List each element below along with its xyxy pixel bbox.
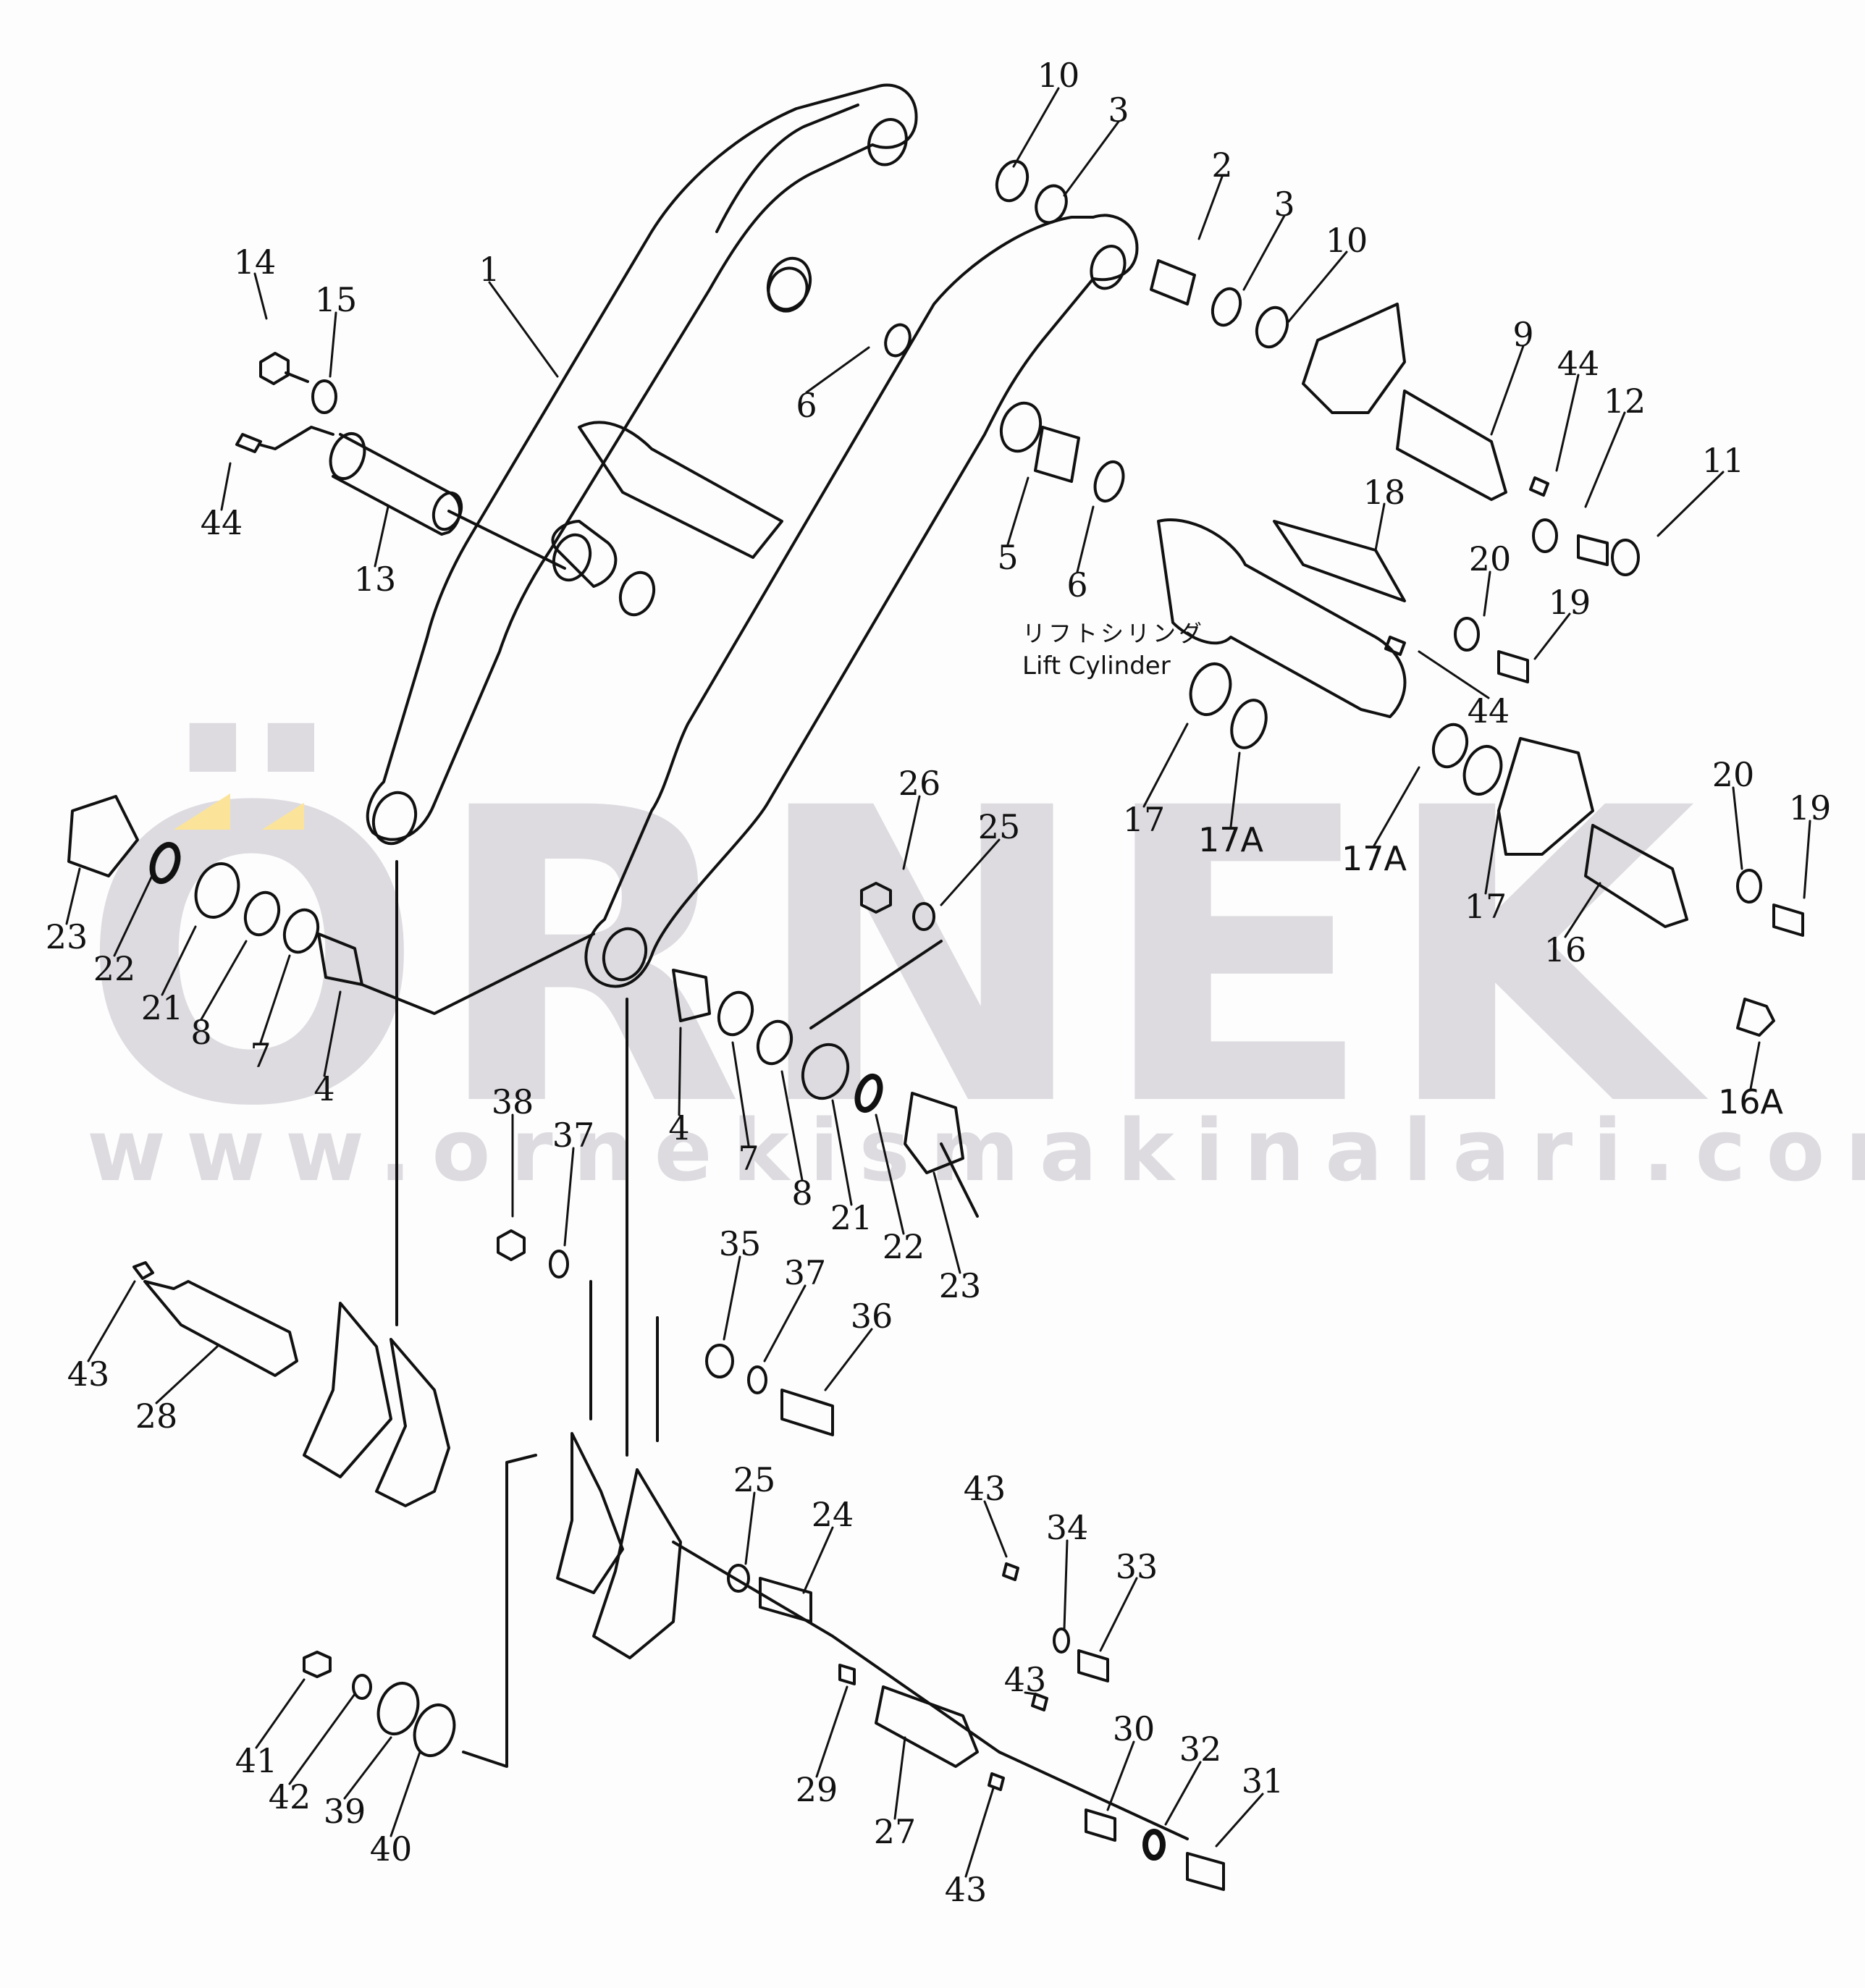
part-callout-11: 11 — [1701, 441, 1745, 480]
lift-cylinder-label: リフトシリンダ Lift Cylinder — [1022, 615, 1205, 681]
part-callout-19: 19 — [1788, 788, 1832, 827]
part-callout-44: 44 — [200, 503, 243, 542]
part-callout-21: 21 — [830, 1198, 873, 1237]
part-callout-6: 6 — [796, 386, 817, 425]
part-callout-19: 19 — [1548, 583, 1591, 622]
part-callout-18: 18 — [1363, 473, 1406, 512]
part-callout-8: 8 — [190, 1013, 212, 1052]
part-callout-29: 29 — [795, 1770, 838, 1809]
part-callout-37: 37 — [552, 1116, 595, 1155]
part-callout-28: 28 — [135, 1397, 178, 1436]
part-callout-14: 14 — [233, 243, 277, 282]
watermark-umlaut-icon — [174, 793, 304, 830]
part-callout-6: 6 — [1066, 565, 1088, 605]
part-callout-16: 16 — [1544, 930, 1587, 969]
part-callout-30: 30 — [1112, 1709, 1155, 1748]
part-callout-17: 17 — [1122, 800, 1166, 839]
watermark-url: www.ornekismakinalari.com.tr — [87, 1100, 1865, 1200]
part-callout-17: 17 — [1464, 887, 1507, 926]
part-callout-33: 33 — [1115, 1547, 1158, 1586]
lift-arm-icon — [366, 83, 1139, 988]
part-callout-37: 37 — [783, 1253, 827, 1292]
part-callout-36: 36 — [850, 1297, 893, 1336]
part-callout-15: 15 — [314, 280, 358, 319]
part-callout-26: 26 — [898, 764, 941, 803]
part-callout-43: 43 — [963, 1469, 1006, 1508]
part-callout-25: 25 — [977, 807, 1021, 846]
part-callout-10: 10 — [1037, 56, 1080, 95]
pin-13-icon — [235, 352, 566, 570]
part-callout-25: 25 — [733, 1460, 776, 1499]
part-callout-22: 22 — [93, 949, 136, 988]
lift-cylinder-icon — [1157, 518, 1804, 1037]
part-callout-8: 8 — [791, 1174, 813, 1213]
part-callout-43: 43 — [1003, 1660, 1047, 1699]
part-callout-21: 21 — [140, 988, 184, 1027]
part-callout-42: 42 — [268, 1777, 311, 1816]
part-callout-12: 12 — [1603, 382, 1646, 421]
part-callout-2: 2 — [1211, 146, 1233, 185]
part-callout-43: 43 — [944, 1870, 988, 1909]
part-callout-16a: 16A — [1717, 1082, 1784, 1121]
part-callout-22: 22 — [882, 1227, 925, 1266]
lift-cylinder-label-jp: リフトシリンダ — [1022, 620, 1205, 647]
part-callout-20: 20 — [1468, 539, 1512, 578]
part-callout-3: 3 — [1108, 90, 1129, 130]
part-callout-4: 4 — [313, 1069, 335, 1108]
part-callout-31: 31 — [1241, 1761, 1284, 1800]
part-callout-1: 1 — [479, 250, 500, 289]
part-callout-7: 7 — [738, 1139, 759, 1178]
part-callout-44: 44 — [1467, 691, 1510, 730]
part-callout-17a: 17A — [1197, 820, 1264, 859]
part-callout-23: 23 — [938, 1266, 982, 1305]
part-callout-24: 24 — [811, 1495, 854, 1534]
part-callout-32: 32 — [1179, 1730, 1222, 1769]
part-callout-44: 44 — [1557, 344, 1600, 383]
part-callout-27: 27 — [873, 1812, 917, 1851]
watermark-brand: ÖRNEK — [80, 723, 1704, 1195]
part-callout-13: 13 — [353, 560, 397, 599]
part-callout-38: 38 — [491, 1082, 534, 1121]
part-callout-23: 23 — [45, 917, 88, 956]
part-callout-34: 34 — [1045, 1508, 1089, 1547]
part-callout-10: 10 — [1325, 221, 1368, 260]
part-callout-4: 4 — [668, 1108, 690, 1147]
part-callout-5: 5 — [997, 538, 1019, 577]
part-callout-43: 43 — [67, 1355, 110, 1394]
part-callout-20: 20 — [1712, 755, 1755, 794]
part-callout-3: 3 — [1273, 185, 1295, 224]
part-callout-41: 41 — [235, 1741, 278, 1780]
lift-cylinder-label-en: Lift Cylinder — [1022, 652, 1171, 681]
part-callout-9: 9 — [1512, 315, 1534, 354]
part-callout-17a: 17A — [1341, 839, 1407, 878]
part-callout-7: 7 — [250, 1036, 271, 1075]
part-callout-39: 39 — [323, 1792, 366, 1831]
part-callout-35: 35 — [718, 1224, 762, 1263]
part-callout-40: 40 — [369, 1829, 413, 1869]
